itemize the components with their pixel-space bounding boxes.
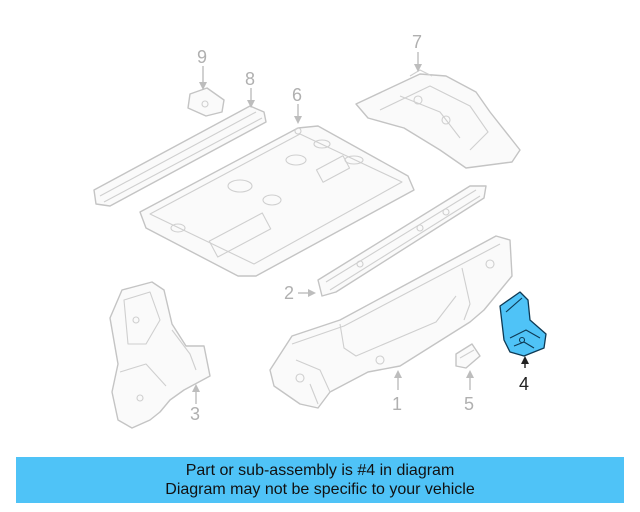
part-1-rear-panel [269, 235, 513, 409]
callout-4: 4 [519, 374, 529, 394]
part-5-bracket [455, 343, 481, 369]
part-4-highlighted [499, 291, 547, 357]
callout-6: 6 [292, 85, 302, 105]
callout-9: 9 [197, 47, 207, 67]
callout-7: 7 [412, 32, 422, 52]
banner-line-2: Diagram may not be specific to your vehi… [165, 481, 475, 498]
info-banner: Part or sub-assembly is #4 in diagram Di… [16, 457, 624, 503]
callout-5: 5 [464, 394, 474, 414]
callout-8: 8 [245, 69, 255, 89]
part-7-front-section [355, 69, 521, 169]
part-2-cross-member [317, 185, 487, 297]
callout-3: 3 [190, 404, 200, 424]
part-9-bracket [187, 87, 225, 117]
callout-1: 1 [392, 394, 402, 414]
banner-line-1: Part or sub-assembly is #4 in diagram [185, 462, 455, 479]
leader-lines [192, 52, 529, 404]
part-6-floor-pan [139, 125, 415, 277]
part-3-quarter-inner [109, 281, 211, 429]
callout-2: 2 [284, 283, 294, 303]
